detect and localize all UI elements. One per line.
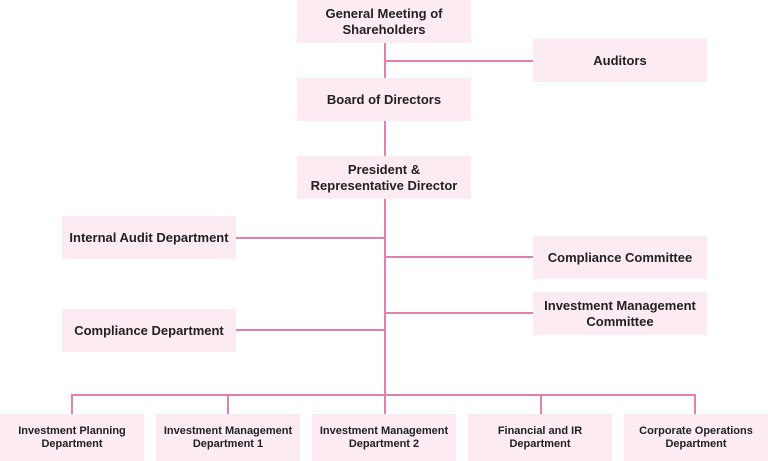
investment-management-committee-box: Investment Management Committee — [533, 292, 707, 335]
investment-planning-box: Investment Planning Department — [0, 414, 144, 461]
investment-management-2-box: Investment Management Department 2 — [312, 414, 456, 461]
connector-internal-audit — [236, 237, 385, 239]
investment-management-1-box: Investment Management Department 1 — [156, 414, 300, 461]
financial-ir-box: Financial and IR Department — [468, 414, 612, 461]
internal-audit-box: Internal Audit Department — [62, 216, 236, 259]
connector-drop-4 — [540, 394, 542, 414]
president-box: President & Representative Director — [297, 156, 471, 199]
connector-drop-2 — [227, 394, 229, 414]
compliance-committee-box: Compliance Committee — [533, 236, 707, 279]
connector-drop-1 — [71, 394, 73, 414]
general-meeting-box: General Meeting of Shareholders — [297, 0, 471, 43]
connector-drop-3 — [384, 394, 386, 414]
corporate-operations-box: Corporate Operations Department — [624, 414, 768, 461]
compliance-department-box: Compliance Department — [62, 309, 236, 352]
connector-drop-5 — [694, 394, 696, 414]
auditors-box: Auditors — [533, 39, 707, 82]
connector-auditors — [385, 60, 533, 62]
connector-compliance-dept — [236, 329, 385, 331]
board-box: Board of Directors — [297, 78, 471, 121]
connector-department-bus — [71, 394, 696, 396]
connector-investment-committee — [385, 312, 533, 314]
connector-spine — [384, 43, 386, 394]
connector-compliance-committee — [385, 256, 533, 258]
